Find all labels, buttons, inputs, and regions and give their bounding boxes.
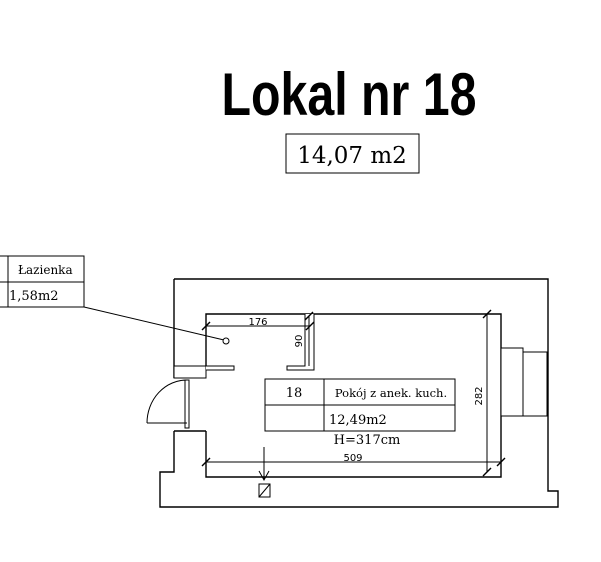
bathroom-name: Łazienka: [18, 263, 73, 277]
bathroom-label-table: Łazienka 1,58m2: [0, 255, 85, 308]
window: [500, 347, 548, 417]
dimension-bathroom-width: 176: [201, 317, 315, 331]
room-number: 18: [286, 386, 303, 401]
total-area: 14,07 m2: [297, 143, 407, 169]
dimension-room-length: 509: [201, 453, 506, 467]
bathroom-width-label: 176: [248, 317, 267, 328]
ventilation-shaft: [258, 447, 271, 498]
unit-title: Lokal nr 18: [222, 61, 477, 128]
room-length-label: 509: [343, 453, 362, 464]
outer-wall: [159, 278, 559, 508]
dimension-bathroom-depth: 90: [294, 311, 314, 366]
bathroom-marker: [222, 337, 230, 345]
dimension-room-width: 282: [474, 309, 492, 477]
room-name: Pokój z anek. kuch.: [335, 386, 447, 400]
room-height: H=317cm: [334, 433, 401, 448]
bathroom-depth-label: 90: [294, 335, 305, 348]
bathroom-leader-line: [83, 306, 225, 341]
bathroom-area: 1,58m2: [9, 289, 59, 304]
door-jambs: [173, 365, 207, 432]
room-area: 12,49m2: [329, 413, 387, 428]
room-label-table: 18 Pokój z anek. kuch. 12,49m2: [264, 378, 456, 432]
entrance-door: [146, 379, 190, 429]
room-width-label: 282: [474, 386, 485, 405]
total-area-box: [285, 133, 420, 174]
